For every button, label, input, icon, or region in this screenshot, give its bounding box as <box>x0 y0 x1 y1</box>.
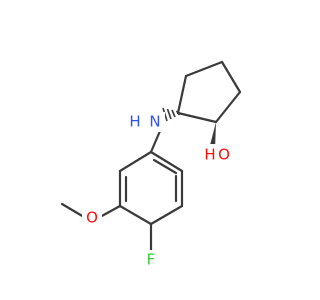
bond-aryl-methoxy-o <box>98 204 122 219</box>
bold-wedge-bond <box>209 122 216 150</box>
aryl-bond-1 <box>118 150 153 173</box>
nh-hydrogen-label: H <box>129 113 140 131</box>
bond-n-aryl <box>149 129 162 154</box>
ring-bond-c2-c3 <box>220 60 242 94</box>
ring-bond-c4-c5 <box>176 111 218 124</box>
ring-bond-c1-c2 <box>184 60 224 78</box>
ring-bond-c3-c4 <box>214 90 242 124</box>
hashed-wedge-bond <box>162 107 181 122</box>
aryl-bond-4 <box>149 204 184 226</box>
aryl-bond-3 <box>118 204 153 226</box>
nitrogen-label: N <box>149 113 160 131</box>
fluorine-label: F <box>147 251 156 269</box>
hydroxyl-oxygen-label: O <box>218 146 230 164</box>
bond-methoxy-o-ch3 <box>60 202 86 219</box>
aryl-bond-6 <box>149 150 184 173</box>
hydroxyl-hydrogen-label: H <box>204 146 215 164</box>
ring-bond-c5-c1 <box>176 74 188 115</box>
methoxy-oxygen-label: O <box>86 209 98 227</box>
molecule-diagram: N H O O F H <box>60 60 242 270</box>
aromatic-inner-3 <box>152 158 178 175</box>
